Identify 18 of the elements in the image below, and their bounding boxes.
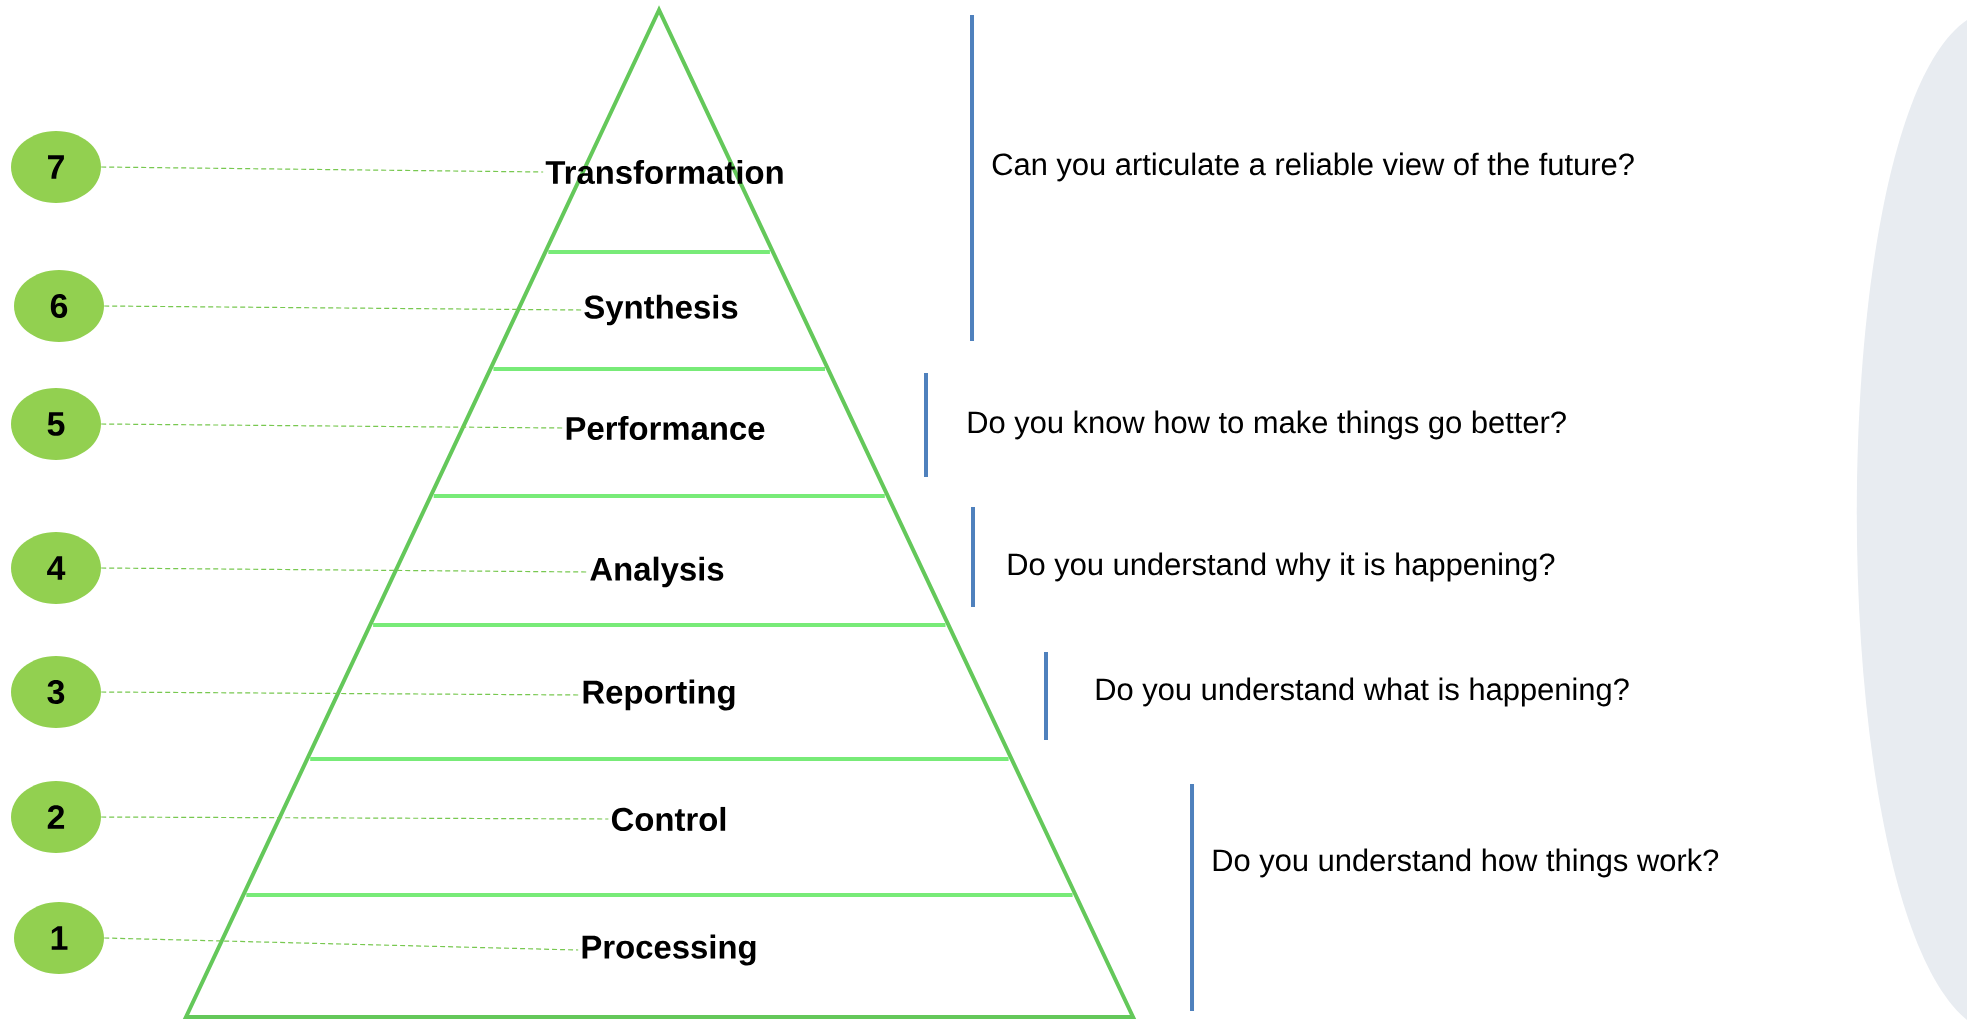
question-text: Do you understand how things work? xyxy=(1213,848,1719,878)
level-label: Analysis xyxy=(590,556,724,588)
level-label: Performance xyxy=(566,415,765,441)
leader-line xyxy=(100,691,580,696)
leader-line xyxy=(100,816,609,820)
leader-line xyxy=(100,166,544,173)
level-label: Reporting xyxy=(583,679,735,711)
level-label: Processing xyxy=(582,934,756,966)
question-text: Do you understand why it is happening? xyxy=(1008,552,1555,582)
leader-line xyxy=(103,305,582,311)
level-label: Control xyxy=(611,806,726,832)
leader-line xyxy=(100,423,563,429)
question-text: Can you articulate a reliable view of the future? xyxy=(992,152,1634,182)
level-label: Synthesis xyxy=(584,294,738,326)
question-text: Do you know how to make things go better? xyxy=(968,410,1566,440)
leader-line xyxy=(100,567,588,573)
leader-line xyxy=(103,937,579,951)
question-text: Do you understand what is happening? xyxy=(1096,677,1629,707)
